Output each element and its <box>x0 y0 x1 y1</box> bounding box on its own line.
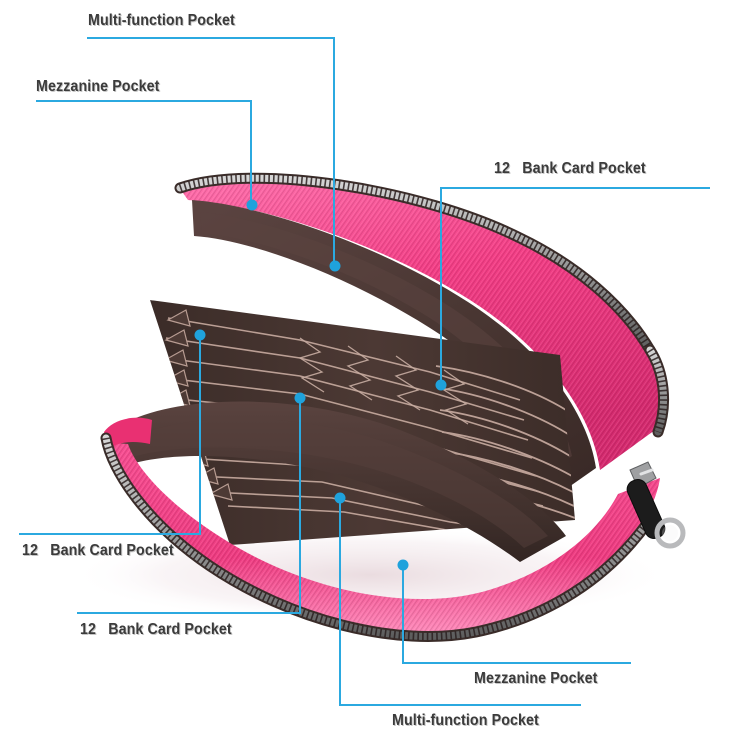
leader-bank-card-left <box>19 338 201 535</box>
leader-bank-card-right <box>440 187 710 382</box>
leader-bank-card-right-dot <box>435 379 447 391</box>
label-mezzanine-pocket-top: Mezzanine Pocket <box>36 78 160 95</box>
leader-bank-card-bottom <box>77 401 301 614</box>
leader-bank-card-bottom-dot <box>294 392 306 404</box>
label-bank-card-pocket-right: 12 Bank Card Pocket <box>494 160 646 177</box>
zipper-pull <box>626 461 686 549</box>
label-multi-function-pocket-top: Multi-function Pocket <box>88 12 235 29</box>
leader-multi-function-top <box>87 37 335 263</box>
label-multi-function-pocket-bottom: Multi-function Pocket <box>392 712 539 729</box>
label-bank-card-pocket-left: 12 Bank Card Pocket <box>22 542 174 559</box>
leader-bank-card-left-dot <box>194 329 206 341</box>
zipper-front <box>100 432 654 642</box>
label-mezzanine-pocket-bottom: Mezzanine Pocket <box>474 670 598 687</box>
leader-mezzanine-top <box>36 100 252 202</box>
leader-mezzanine-bottom-dot <box>397 559 409 571</box>
leader-multi-function-bottom <box>339 501 581 706</box>
wallet-interior-front <box>112 401 566 562</box>
leader-mezzanine-bottom <box>402 568 631 664</box>
leader-multi-function-bottom-dot <box>334 492 346 504</box>
leader-mezzanine-top-dot <box>246 199 258 211</box>
zipper-top <box>174 172 670 438</box>
label-bank-card-pocket-bottom: 12 Bank Card Pocket <box>80 621 232 638</box>
leader-multi-function-top-dot <box>329 260 341 272</box>
